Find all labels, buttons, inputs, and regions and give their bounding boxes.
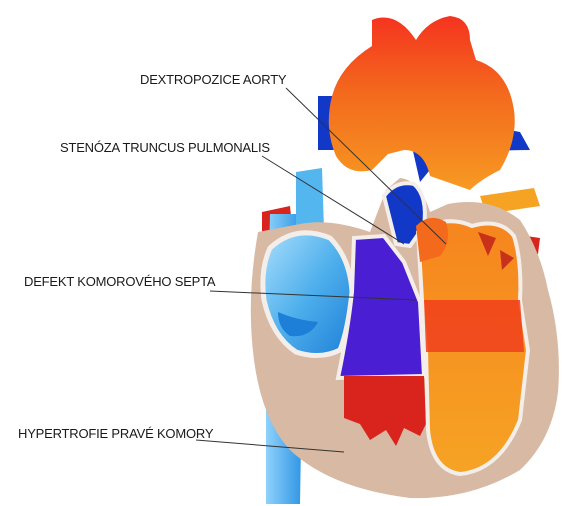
label-stenosis: STENÓZA TRUNCUS PULMONALIS (60, 140, 270, 156)
label-hypertrophy: HYPERTROFIE PRAVÉ KOMORY (18, 426, 213, 442)
label-septal-defect: DEFEKT KOMOROVÉHO SEPTA (24, 274, 215, 290)
lv-red-upper (424, 300, 524, 352)
label-dextroposition: DEXTROPOZICE AORTY (140, 72, 286, 88)
